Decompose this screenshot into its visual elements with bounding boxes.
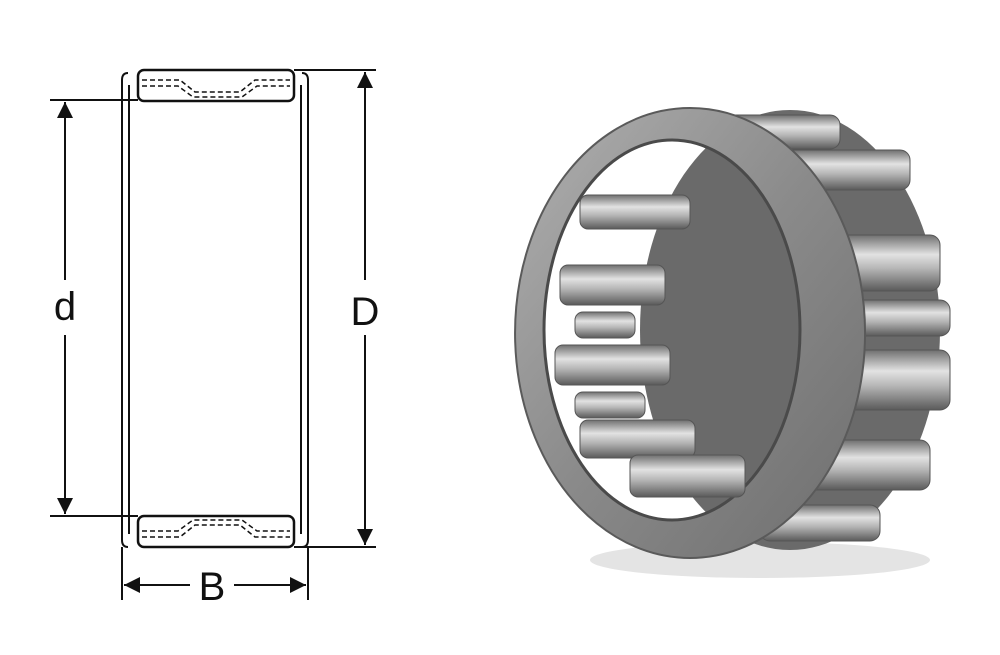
roller — [579, 194, 691, 230]
inner-rollers — [554, 194, 746, 498]
roller — [574, 311, 636, 339]
roller — [629, 454, 746, 498]
roller — [554, 344, 671, 386]
roller — [559, 264, 666, 306]
roller — [574, 391, 646, 419]
label-D: D — [351, 290, 380, 334]
label-B: B — [199, 565, 226, 609]
label-d: d — [54, 285, 76, 329]
dimension-B — [121, 547, 309, 600]
roller — [579, 419, 696, 459]
dimension-d — [50, 99, 138, 517]
bearing-section — [121, 68, 309, 549]
